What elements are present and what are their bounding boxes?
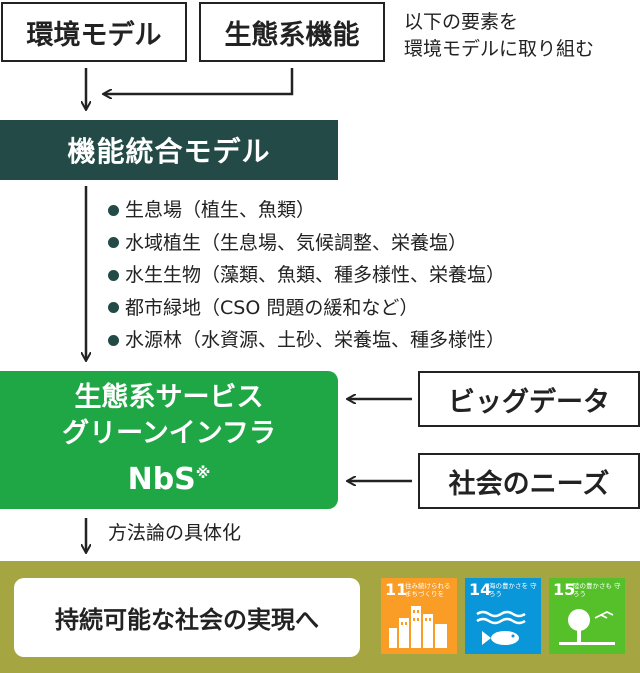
ecosystem-services-box: 生態系サービス グリーンインフラ NbS※ — [0, 371, 338, 509]
sdg-number: 14 — [469, 580, 492, 599]
nbs-label: NbS — [127, 461, 196, 497]
bullet-icon — [108, 237, 119, 249]
list-item: 生息場（植生、魚類） — [108, 194, 505, 227]
fish-icon — [476, 610, 526, 645]
sdg-number: 15 — [553, 580, 576, 599]
eco-function-box: 生態系機能 — [199, 2, 385, 62]
list-item: 水源林（水資源、土砂、栄養塩、種多様性） — [108, 324, 505, 357]
goal-box: 持続可能な社会の実現へ — [14, 578, 360, 657]
list-item-label: 都市緑地（CSO 問題の緩和など） — [125, 296, 419, 319]
list-item-label: 水生生物（藻類、魚類、種多様性、栄養塩） — [125, 264, 506, 286]
note-line-1: 以下の要素を — [404, 11, 519, 33]
sdg-caption: 住み続けられる まちづくりを — [405, 582, 451, 598]
footnote-mark: ※ — [195, 463, 211, 482]
bullet-icon — [108, 334, 119, 346]
arrow-eco-to-integrated — [104, 68, 294, 94]
city-icon — [389, 606, 447, 648]
tree-icon — [559, 609, 615, 645]
element-list: 生息場（植生、魚類） 水域植生（生息場、気候調整、栄養塩） 水生生物（藻類、魚類… — [108, 194, 505, 357]
sdg-15-tile: 15 陸の豊かさも 守ろう — [549, 578, 625, 654]
sdg-number: 11 — [385, 580, 408, 599]
list-item-label: 水源林（水資源、土砂、栄養塩、種多様性） — [125, 329, 506, 351]
methodology-label: 方法論の具体化 — [108, 522, 242, 544]
list-item-label: 水域植生（生息場、気候調整、栄養塩） — [125, 231, 468, 254]
sdg-caption: 陸の豊かさも 守ろう — [573, 582, 621, 598]
integrated-model-bar: 機能統合モデル — [0, 120, 338, 180]
bullet-icon — [108, 269, 119, 281]
list-item: 都市緑地（CSO 問題の緩和など） — [108, 292, 505, 325]
bullet-icon — [108, 302, 119, 314]
list-item: 水域植生（生息場、気候調整、栄養塩） — [108, 227, 505, 260]
list-item-label: 生息場（植生、魚類） — [125, 199, 316, 221]
big-data-box: ビッグデータ — [418, 371, 640, 427]
env-model-box: 環境モデル — [1, 2, 187, 62]
list-item: 水生生物（藻類、魚類、種多様性、栄養塩） — [108, 259, 505, 292]
ecosystem-line-3: NbS※ — [128, 452, 211, 501]
sdg-11-tile: 11 住み続けられる まちづくりを — [381, 578, 457, 654]
social-needs-box: 社会のニーズ — [418, 453, 640, 509]
bullet-icon — [108, 204, 119, 216]
ecosystem-line-2: グリーンインフラ — [62, 417, 276, 449]
note-text: 以下の要素を 環境モデルに取り組む — [404, 9, 594, 63]
sdg-caption: 海の豊かさを 守ろう — [489, 582, 537, 598]
sdg-14-tile: 14 海の豊かさを 守ろう — [465, 578, 541, 654]
ecosystem-line-1: 生態系サービス — [74, 381, 264, 413]
note-line-2: 環境モデルに取り組む — [404, 38, 595, 60]
